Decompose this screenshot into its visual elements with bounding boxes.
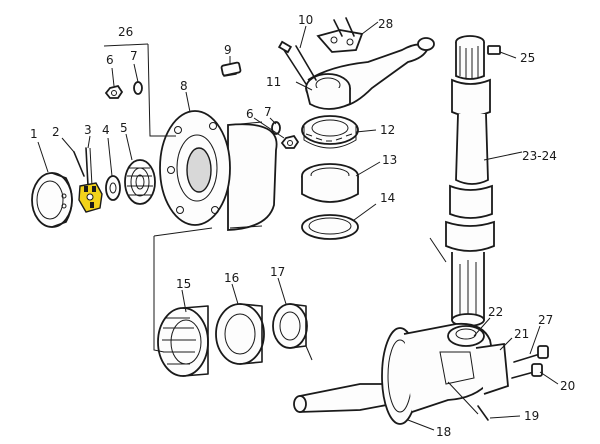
label-15: 15 bbox=[176, 277, 191, 291]
label-27: 27 bbox=[538, 313, 553, 327]
label-21: 21 bbox=[514, 327, 529, 341]
label-18: 18 bbox=[436, 425, 451, 439]
wheel-stud bbox=[220, 61, 242, 77]
label-13: 13 bbox=[382, 153, 397, 167]
label-7b: 7 bbox=[264, 105, 272, 119]
seal-ring bbox=[301, 214, 359, 240]
label-20: 20 bbox=[560, 379, 575, 393]
bearing-race-16 bbox=[215, 303, 265, 365]
label-10: 10 bbox=[298, 13, 313, 27]
lock-pin bbox=[477, 405, 489, 421]
label-22: 22 bbox=[488, 305, 503, 319]
label-16: 16 bbox=[224, 271, 239, 285]
thrust-bearing bbox=[301, 115, 359, 149]
label-4: 4 bbox=[102, 123, 110, 137]
label-5: 5 bbox=[120, 121, 128, 135]
steering-arm bbox=[277, 37, 435, 110]
label-3: 3 bbox=[84, 123, 92, 137]
leader-lines bbox=[37, 21, 559, 431]
washer bbox=[105, 175, 121, 201]
bearing-race-17 bbox=[272, 303, 308, 349]
label-6a: 6 bbox=[106, 53, 114, 67]
inner-bearing bbox=[157, 305, 209, 377]
stud-nut-upper bbox=[104, 81, 143, 99]
label-25: 25 bbox=[520, 51, 535, 65]
label-14: 14 bbox=[380, 191, 395, 205]
key bbox=[487, 45, 501, 55]
cotter-pin bbox=[73, 151, 85, 177]
hub-cap bbox=[31, 172, 73, 228]
stud-nut-lower bbox=[271, 121, 300, 149]
part-labels: 1 2 3 4 5 6 7 26 8 9 6 7 10 11 28 12 13 … bbox=[30, 13, 575, 439]
split-pin bbox=[85, 147, 93, 187]
label-28: 28 bbox=[378, 17, 393, 31]
wheel-hub bbox=[159, 110, 278, 231]
label-2: 2 bbox=[52, 125, 60, 139]
bolt-upper bbox=[513, 345, 549, 363]
label-19: 19 bbox=[524, 409, 539, 423]
king-pin-shaft bbox=[445, 35, 495, 327]
castle-nut bbox=[78, 182, 103, 213]
label-9: 9 bbox=[224, 43, 232, 57]
bushing bbox=[301, 163, 359, 203]
label-17: 17 bbox=[270, 265, 285, 279]
label-1: 1 bbox=[30, 127, 38, 141]
label-26: 26 bbox=[118, 25, 133, 39]
bolt-lower bbox=[511, 363, 543, 379]
label-8: 8 bbox=[180, 79, 188, 93]
label-11: 11 bbox=[266, 75, 281, 89]
label-23-24: 23-24 bbox=[522, 149, 557, 163]
label-7a: 7 bbox=[130, 49, 138, 63]
clamp-plate bbox=[316, 17, 364, 53]
group-brackets bbox=[103, 43, 447, 361]
steering-knuckle bbox=[293, 322, 509, 425]
outer-bearing bbox=[124, 159, 156, 205]
label-6b: 6 bbox=[246, 107, 254, 121]
label-12: 12 bbox=[380, 123, 395, 137]
